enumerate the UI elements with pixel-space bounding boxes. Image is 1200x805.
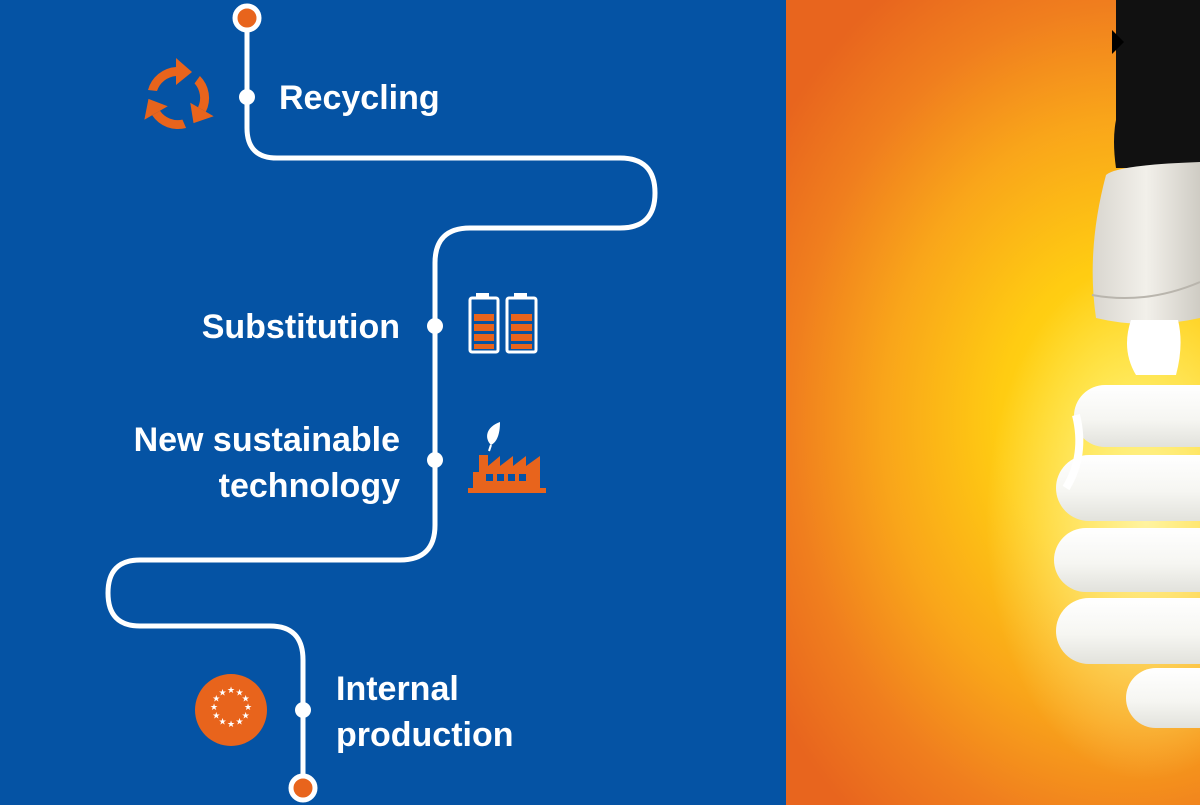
- svg-text:★: ★: [235, 688, 243, 698]
- step-label-internal-line1: Internal: [336, 670, 459, 708]
- node-substitution: [427, 318, 443, 334]
- eu-stars-icon: ★ ★ ★ ★ ★ ★ ★ ★ ★ ★ ★ ★: [195, 674, 267, 746]
- step-label-substitution: Substitution: [201, 308, 400, 346]
- svg-text:★: ★: [227, 686, 235, 696]
- svg-text:★: ★: [218, 688, 226, 698]
- step-label-new-technology: New sustainable technology: [134, 417, 400, 509]
- step-label-recycling: Recycling: [279, 79, 440, 117]
- light-bulb-photo: [786, 0, 1200, 805]
- svg-text:★: ★: [212, 712, 220, 722]
- step-label-internal-production: Internal production: [336, 666, 514, 758]
- svg-text:★: ★: [212, 695, 220, 705]
- energy-saving-bulb-image: [986, 0, 1200, 780]
- route-line: [105, 15, 658, 791]
- battery-icon: [468, 293, 538, 354]
- svg-text:★: ★: [210, 703, 218, 713]
- svg-text:★: ★: [227, 720, 235, 730]
- route-start-terminal: [232, 3, 262, 33]
- diagram-panel: ★ ★ ★ ★ ★ ★ ★ ★ ★ ★ ★ ★ Recycling Substi…: [105, 3, 658, 803]
- step-label-new-technology-line1: New sustainable: [133, 421, 400, 459]
- node-internal-production: [295, 702, 311, 718]
- green-factory-icon: [468, 422, 546, 493]
- recycle-icon: [144, 58, 214, 130]
- svg-text:★: ★: [218, 718, 226, 728]
- svg-text:★: ★: [235, 718, 243, 728]
- step-label-new-technology-line2: technology: [218, 467, 400, 505]
- route-end-terminal: [288, 773, 318, 803]
- node-new-technology: [427, 452, 443, 468]
- svg-text:★: ★: [242, 695, 250, 705]
- step-label-internal-line2: production: [336, 716, 514, 754]
- svg-text:★: ★: [244, 703, 252, 713]
- node-recycling: [239, 89, 255, 105]
- route-diagram: ★ ★ ★ ★ ★ ★ ★ ★ ★ ★ ★ ★: [105, 3, 658, 803]
- svg-text:★: ★: [242, 712, 250, 722]
